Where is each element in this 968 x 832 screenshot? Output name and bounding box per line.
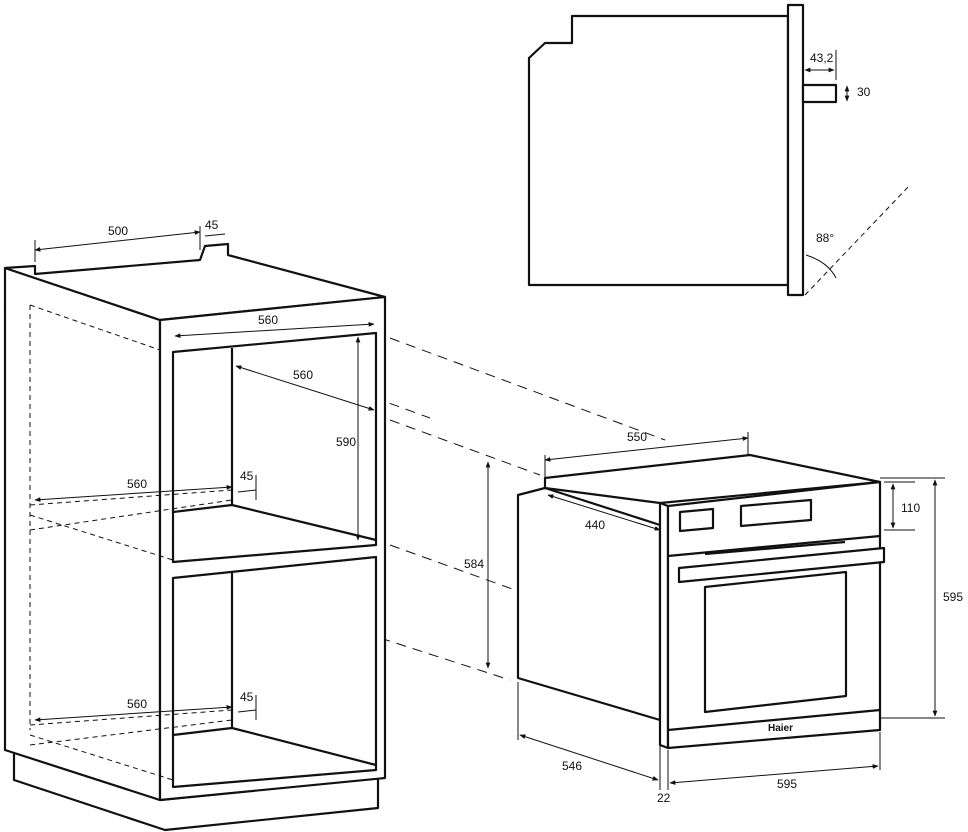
dim-label: 30 [857, 85, 871, 99]
dim-label: 45 [205, 218, 219, 232]
dim-label: 22 [657, 791, 671, 805]
oven-handle [677, 546, 886, 584]
dim-label: 560 [258, 313, 278, 327]
dim-label: 45 [240, 690, 254, 704]
dim-label: 500 [108, 224, 128, 238]
lower-opening [171, 555, 378, 789]
oven-front-edge [658, 501, 670, 750]
dim-label: 110 [901, 501, 920, 515]
cabinet-dimensions: 500 45 560 560 590 560 45 560 45 [34, 218, 375, 723]
oven-dimensions: 550 440 584 110 595 546 595 22 [464, 430, 963, 805]
dim-label: 550 [627, 430, 647, 444]
dim-label: 560 [293, 368, 313, 382]
dim-label: 43,2 [810, 51, 834, 65]
oven-front [666, 480, 882, 750]
oven-window [703, 570, 848, 714]
dim-label: 590 [336, 435, 356, 449]
side-view-door [786, 3, 805, 297]
dim-label: 595 [943, 590, 963, 604]
side-view-drawing: 43,2 30 88° [527, 3, 911, 297]
dim-label: 45 [240, 469, 254, 483]
dim-label: 584 [464, 557, 484, 571]
dim-label: 546 [562, 759, 582, 773]
cabinet-drawing [3, 242, 387, 832]
dim-label: 560 [127, 697, 147, 711]
side-view-handle [801, 83, 838, 104]
oven-drawing: Haier [516, 453, 886, 750]
oven-display-left [678, 507, 715, 533]
angle-label: 88° [816, 231, 834, 245]
side-view-body [527, 14, 790, 287]
dim-label: 595 [777, 777, 797, 791]
dim-label: 560 [127, 477, 147, 491]
cabinet-side [3, 266, 162, 802]
brand-logo: Haier [768, 723, 793, 734]
dim-label: 440 [585, 518, 605, 532]
oven-display-right [739, 498, 813, 528]
